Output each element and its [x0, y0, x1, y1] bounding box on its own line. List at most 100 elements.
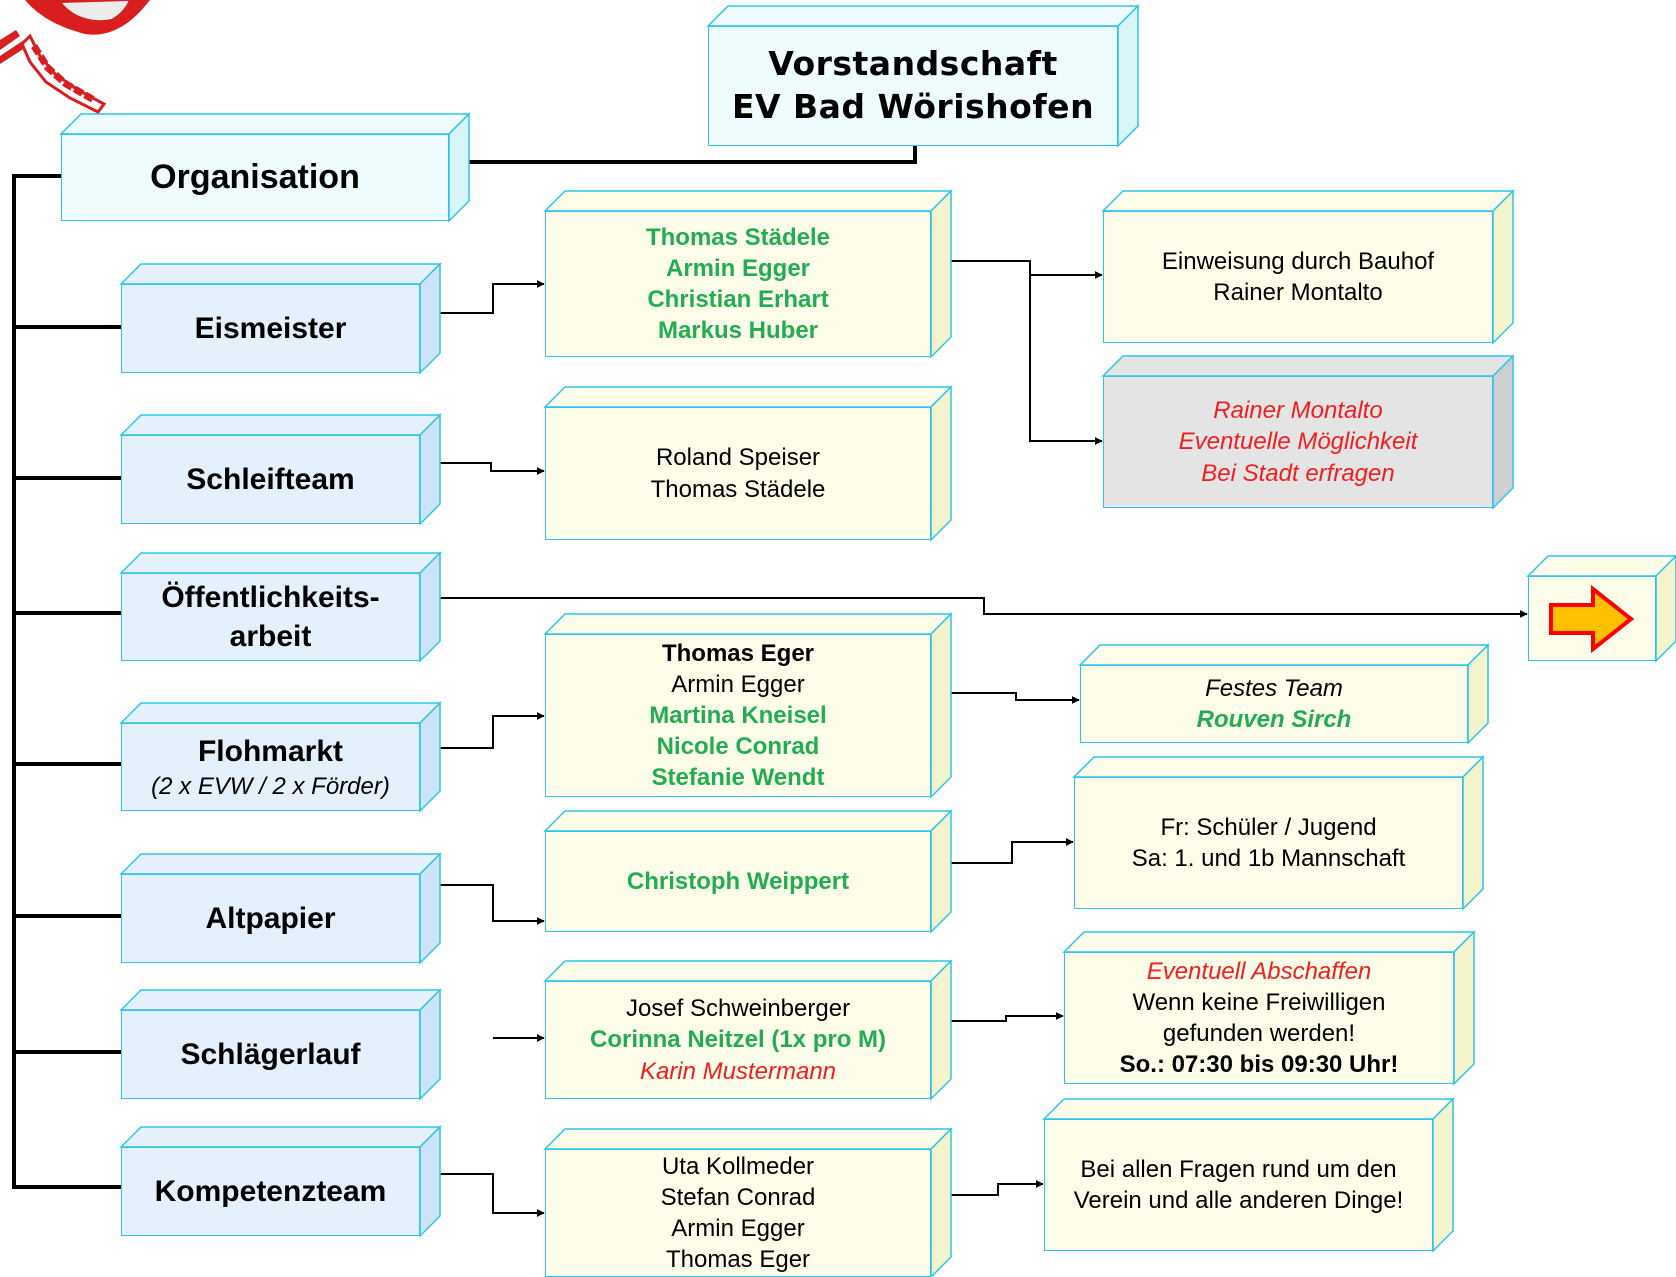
arrow-flohmarkt-team — [951, 692, 1080, 704]
text-line: Thomas Städele — [645, 223, 831, 251]
text-line: Karin Mustermann — [639, 1057, 837, 1085]
next-page-box[interactable] — [1526, 554, 1676, 663]
arrow-altpapier-teams — [951, 838, 1074, 864]
text-line: Markus Huber — [657, 317, 819, 345]
box-side-face — [1492, 189, 1514, 345]
category-label: Flohmarkt — [197, 734, 344, 768]
text-line: Armin Egger — [665, 254, 811, 282]
text-line: Verein und alle anderen Dinge! — [1073, 1187, 1404, 1214]
box-side-face — [930, 959, 952, 1101]
box-top-face — [543, 190, 953, 212]
box-3d-sides — [543, 1127, 953, 1277]
text-line: Martina Kneisel — [649, 701, 827, 729]
text-line: Corinna Neitzel (1x pro M) — [589, 1026, 887, 1054]
box-top-face — [1101, 355, 1515, 377]
category-sublabel: (2 x EVW / 2 x Förder) — [151, 772, 390, 800]
category-flohmarkt: Flohmarkt (2 x EVW / 2 x Förder) — [119, 701, 442, 813]
box-top-face — [1078, 644, 1490, 666]
box-side-face — [930, 385, 952, 542]
box-side-face — [930, 189, 952, 359]
box-top-face — [119, 1126, 442, 1148]
text-line: Rouven Sirch — [1196, 706, 1352, 733]
box-side-face — [1492, 354, 1514, 510]
text-line: Uta Kollmeder — [661, 1152, 815, 1180]
box-side-face — [1117, 4, 1139, 148]
box-3d-sides — [706, 4, 1140, 148]
text-line: Wenn keine Freiwilligen — [1132, 988, 1386, 1016]
arrow-eismeister-stadt — [1029, 275, 1103, 445]
category-label: Schlägerlauf — [180, 1038, 361, 1071]
text-line: Armin Egger — [671, 1215, 805, 1242]
text-line: Rainer Montalto — [1213, 397, 1383, 425]
category-oeffentlichkeitsarbeit: Öffentlichkeits- arbeit — [119, 551, 442, 663]
box-top-face — [543, 386, 953, 408]
box-side-face — [419, 413, 441, 526]
box-top-face — [1101, 190, 1515, 212]
box-side-face — [419, 551, 441, 663]
category-label: Eismeister — [194, 312, 347, 345]
text-line: gefunden werden! — [1162, 1020, 1356, 1047]
box-side-face — [1467, 643, 1489, 745]
organisation-box: Organisation — [59, 112, 471, 223]
box-side-face — [419, 1125, 441, 1238]
box-3d-sides — [119, 413, 442, 526]
arrow-flohmarkt — [440, 712, 545, 749]
arrow-eismeister-bauhof — [951, 260, 1103, 279]
box-top-face — [119, 552, 442, 574]
text-line: Stefanie Wendt — [651, 764, 825, 792]
box-side-face — [930, 809, 952, 934]
box-3d-sides — [1042, 1097, 1455, 1253]
arrow-kompetenzteam — [440, 1173, 545, 1217]
text-line: Sa: 1. und 1b Mannschaft — [1131, 845, 1406, 872]
text-line: Eventuelle Möglichkeit — [1178, 428, 1418, 456]
text-line: Fr: Schüler / Jugend — [1160, 813, 1377, 841]
box-top-face — [1072, 756, 1485, 778]
category-schlaegerlauf: Schlägerlauf — [119, 988, 442, 1101]
box-side-face — [448, 112, 470, 223]
box-top-face — [119, 414, 442, 436]
box-side-face — [930, 1127, 952, 1277]
box-3d-sides — [119, 988, 442, 1101]
box-side-face — [1462, 755, 1484, 911]
box-top-face — [119, 263, 442, 285]
category-label: Altpapier — [205, 902, 336, 935]
arrow-eismeister — [440, 280, 545, 314]
box-side-face — [419, 701, 441, 813]
club-logo — [0, 0, 150, 114]
club-name: EV Bad Wörishofen — [731, 87, 1095, 126]
right-arrow-icon[interactable] — [1547, 584, 1637, 653]
box-3d-sides — [543, 385, 953, 542]
box-top-face — [1526, 555, 1676, 577]
box-side-face — [1655, 554, 1676, 663]
box-side-face — [419, 262, 441, 375]
category-label: arbeit — [229, 620, 312, 653]
text-line: Nicole Conrad — [656, 733, 820, 761]
box-3d-sides — [543, 809, 953, 934]
arrow-oeffentlichkeit — [440, 597, 1528, 618]
text-line: Bei Stadt erfragen — [1201, 459, 1395, 487]
box-top-face — [543, 810, 953, 832]
text-line: So.: 07:30 bis 09:30 Uhr! — [1119, 1051, 1399, 1079]
box-top-face — [119, 989, 442, 1011]
box-top-face — [119, 853, 442, 875]
box-top-face — [543, 1128, 953, 1150]
box-3d-sides — [1072, 755, 1485, 911]
box-side-face — [419, 852, 441, 965]
box-side-face — [419, 988, 441, 1101]
organisation-label: Organisation — [150, 158, 360, 197]
box-top-face — [1062, 931, 1476, 953]
box-top-face — [119, 702, 442, 724]
box-3d-sides — [1101, 189, 1515, 345]
text-line: Christoph Weippert — [626, 867, 850, 895]
vorstandschaft-title: Vorstandschaft — [768, 44, 1058, 84]
box-top-face — [1042, 1098, 1455, 1120]
text-line: Bei allen Fragen rund um den — [1080, 1155, 1397, 1183]
